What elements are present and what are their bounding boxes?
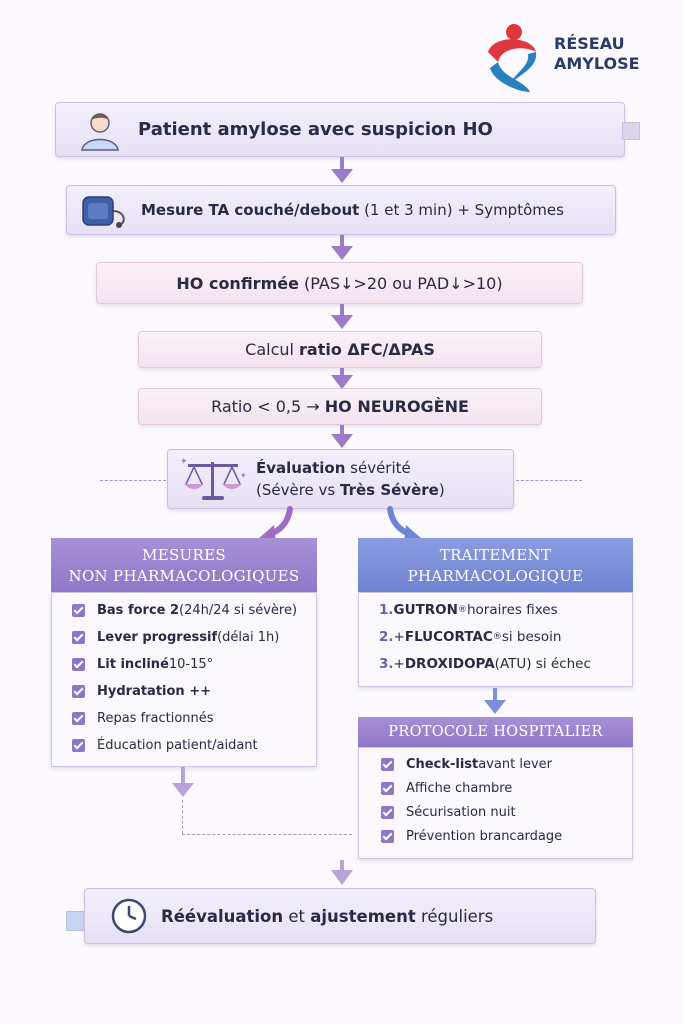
left-panel: Bas force 2 (24h/24 si sévère) Lever pro… bbox=[51, 592, 317, 767]
evaluation-line2: (Sévère vs Très Sévère) bbox=[256, 481, 445, 499]
step-ho-confirmee-bold: HO confirmée bbox=[176, 273, 299, 293]
check-icon bbox=[381, 781, 394, 795]
list-item: Hydratation ++ bbox=[72, 678, 316, 705]
right-panel-header: TRAITEMENT PHARMACOLOGIQUE bbox=[358, 538, 633, 592]
check-icon bbox=[72, 712, 85, 725]
check-icon bbox=[381, 757, 394, 771]
check-icon bbox=[72, 631, 85, 644]
list-item: 3. + DROXIDOPA (ATU) si échec bbox=[379, 655, 591, 672]
logo-icon bbox=[488, 24, 537, 92]
arrow-down bbox=[331, 304, 353, 329]
svg-text:✦: ✦ bbox=[180, 457, 188, 467]
step-evaluation: ✦ ✦ Évaluation sévérité (Sévère vs Très … bbox=[167, 449, 514, 509]
list-item: Repas fractionnés bbox=[72, 705, 316, 732]
logo: RÉSEAU AMYLOSE bbox=[480, 22, 660, 97]
list-item: Éducation patient/aidant bbox=[72, 732, 316, 759]
blood-pressure-cuff-icon bbox=[82, 196, 125, 228]
step-patient-text: Patient amylose avec suspicion HO bbox=[138, 119, 493, 140]
scale-icon: ✦ ✦ bbox=[180, 457, 247, 500]
arrow-down bbox=[331, 425, 353, 448]
arrow-down bbox=[331, 235, 353, 260]
clock-icon bbox=[111, 898, 147, 934]
step-ho-confirmee: HO confirmée (PAS↓>20 ou PAD↓>10) bbox=[96, 262, 583, 304]
step-reevaluation: Réévaluation et ajustement réguliers bbox=[84, 888, 596, 944]
logo-line2: AMYLOSE bbox=[554, 54, 640, 73]
svg-text:✦: ✦ bbox=[240, 471, 247, 480]
check-icon bbox=[381, 805, 394, 819]
list-item: Lever progressif (délai 1h) bbox=[72, 624, 316, 651]
step-patient: Patient amylose avec suspicion HO bbox=[55, 102, 625, 157]
list-item: Sécurisation nuit bbox=[381, 800, 632, 824]
arrow-down bbox=[331, 157, 353, 183]
step-ho-neurogene: Ratio < 0,5 → HO NEUROGÈNE bbox=[138, 388, 542, 425]
dashed-connector bbox=[182, 834, 352, 835]
arrow-down bbox=[331, 860, 353, 885]
arrow-down bbox=[331, 368, 353, 389]
list-item: Affiche chambre bbox=[381, 776, 632, 800]
list-item: 2. + FLUCORTAC® si besoin bbox=[379, 628, 562, 645]
step-mesure-ta: Mesure TA couché/debout (1 et 3 min) + S… bbox=[66, 185, 616, 235]
left-panel-header: MESURES NON PHARMACOLOGIQUES bbox=[51, 538, 317, 592]
step-calcul-ratio: Calcul ratio ΔFC/ΔPAS bbox=[138, 331, 542, 368]
protocol-panel: Check-list avant lever Affiche chambre S… bbox=[358, 747, 633, 859]
evaluation-line1: Évaluation sévérité bbox=[256, 459, 411, 477]
protocol-header: PROTOCOLE HOSPITALIER bbox=[358, 717, 633, 747]
list-item: 1. GUTRON® horaires fixes bbox=[379, 601, 558, 618]
dashed-connector bbox=[182, 800, 183, 834]
list-item: Check-list avant lever bbox=[381, 752, 632, 776]
list-item: Prévention brancardage bbox=[381, 824, 632, 848]
check-icon bbox=[381, 829, 394, 843]
check-icon bbox=[72, 739, 85, 752]
tab-decoration bbox=[622, 122, 640, 140]
check-icon bbox=[72, 685, 85, 698]
step-mesure-ta-text: Mesure TA couché/debout (1 et 3 min) + S… bbox=[141, 201, 564, 219]
right-panel: 1. GUTRON® horaires fixes 2. + FLUCORTAC… bbox=[358, 592, 633, 687]
arrow-down bbox=[172, 767, 194, 797]
logo-line1: RÉSEAU bbox=[554, 34, 625, 53]
check-icon bbox=[72, 658, 85, 671]
arrow-down bbox=[484, 688, 506, 714]
list-item: Lit incliné 10-15° bbox=[72, 651, 316, 678]
patient-icon bbox=[81, 112, 119, 151]
list-item: Bas force 2 (24h/24 si sévère) bbox=[72, 597, 316, 624]
check-icon bbox=[72, 604, 85, 617]
dashed-connector bbox=[516, 480, 582, 481]
dashed-connector bbox=[100, 480, 166, 481]
